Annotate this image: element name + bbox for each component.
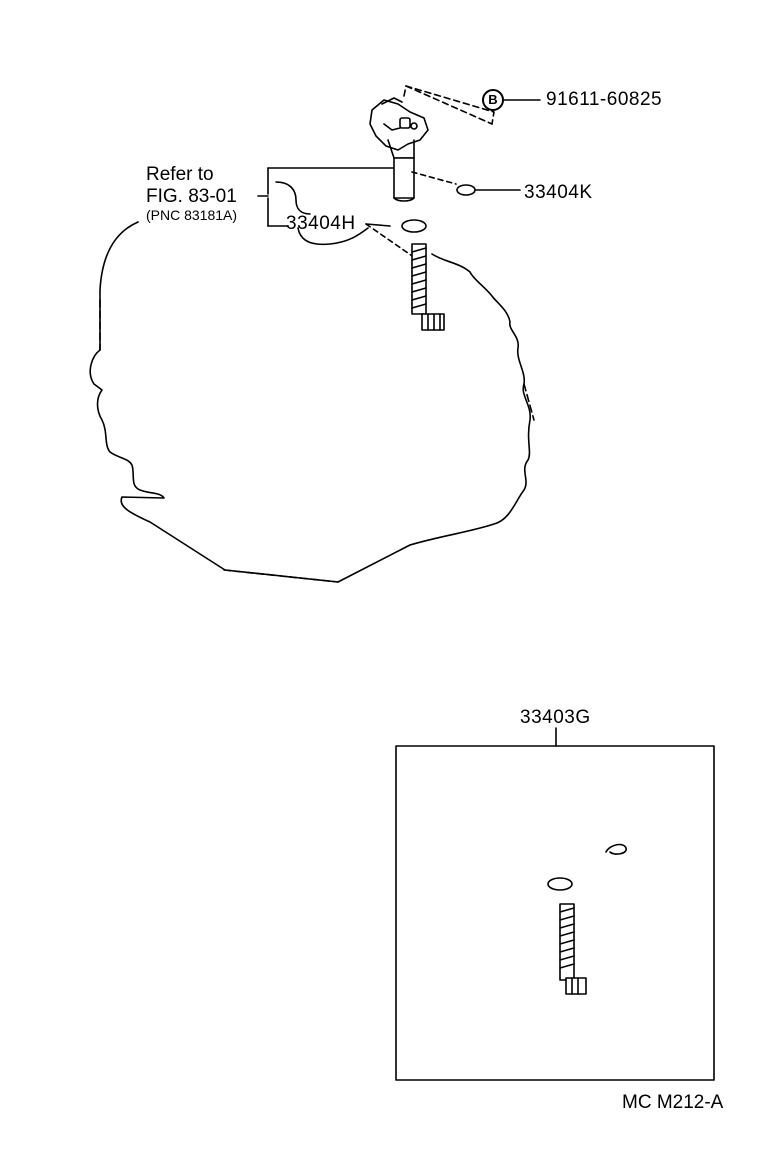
reference-bracket (257, 167, 419, 261)
o-ring-h-part-number: 33404H (286, 213, 356, 234)
reference-line-3: (PNC 83181A) (146, 207, 238, 223)
o-ring-k-part-number: 33404K (524, 182, 593, 203)
kit-part-number: 33403G (520, 707, 591, 728)
reference-line-2: FIG. 83-01 (146, 186, 237, 207)
speed-sensor (369, 97, 429, 202)
kit-box (395, 727, 715, 1081)
bolt-leader (403, 85, 541, 125)
reference-line-1: Refer to (146, 164, 214, 185)
o-ring-33404h (401, 219, 427, 233)
o-ring-33404k (411, 171, 521, 196)
bolt-symbol-b: B (482, 89, 504, 111)
bolt-part-number: 91611-60825 (546, 89, 663, 110)
transmission-case-outline (89, 221, 535, 583)
figure-code: MC M212-A (622, 1092, 724, 1113)
driven-gear-shaft (411, 243, 445, 331)
